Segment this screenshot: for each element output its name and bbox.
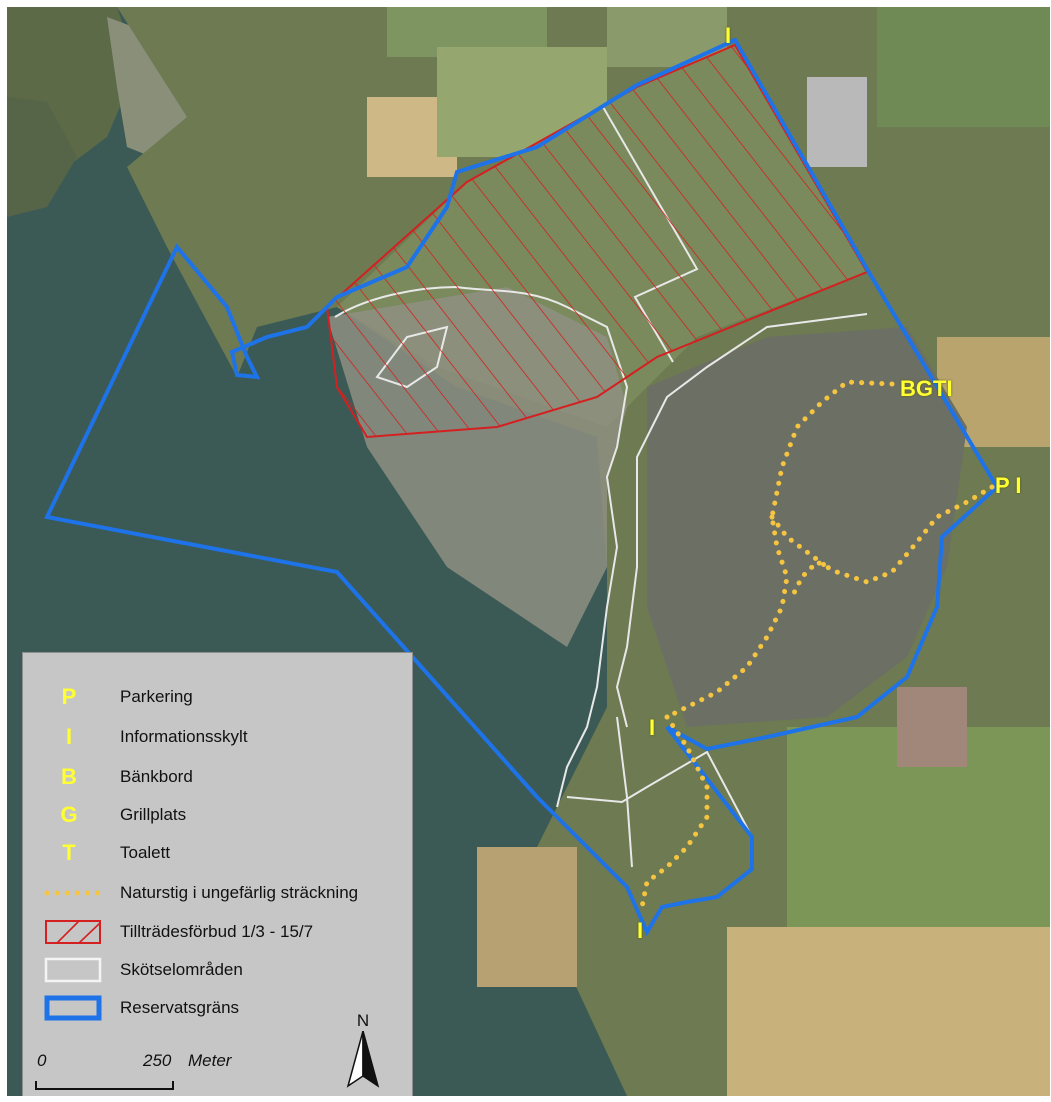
- field: [877, 7, 1050, 127]
- marker-bottom-info: I: [637, 918, 644, 943]
- legend-item: I Informationsskylt: [23, 723, 412, 751]
- scale-start-label: 0: [37, 1051, 47, 1070]
- blue-outline-box-icon: [44, 995, 102, 1021]
- industrial-building: [807, 77, 867, 167]
- rocky-hill: [647, 327, 967, 727]
- legend-label: Informationsskylt: [120, 727, 248, 746]
- trail-dotted-line-icon: [44, 890, 102, 896]
- field: [477, 847, 577, 987]
- legend-item: Naturstig i ungefärlig sträckning: [23, 879, 412, 907]
- legend-label: Grillplats: [120, 805, 187, 824]
- legend-item: G Grillplats: [23, 801, 412, 829]
- north-arrow-icon: [346, 1031, 380, 1088]
- legend-item: Tillträdesförbud 1/3 - 15/7: [23, 918, 412, 946]
- parking-symbol: P: [61, 684, 77, 709]
- legend-item: Skötselområden: [23, 956, 412, 984]
- legend-label: Bänkbord: [120, 767, 193, 786]
- legend-label: Tillträdesförbud 1/3 - 15/7: [120, 922, 314, 941]
- legend-item: B Bänkbord: [23, 763, 412, 791]
- marker-top-info: I: [725, 23, 732, 48]
- grill-symbol: G: [60, 802, 78, 827]
- scale-bar: 0 250 Meter: [33, 1051, 231, 1096]
- marker-parking-info: P I: [995, 473, 1022, 498]
- legend-label: Naturstig i ungefärlig sträckning: [120, 883, 359, 902]
- nature-trail: [639, 379, 995, 910]
- legend-label: Skötselområden: [120, 960, 243, 979]
- info-sign-symbol: I: [65, 724, 73, 749]
- toilet-symbol: T: [62, 840, 76, 865]
- legend-label: Parkering: [120, 687, 193, 706]
- scale-end-label: 250: [143, 1051, 172, 1070]
- map-legend: P Parkering I Informationsskylt B Bänkbo…: [22, 652, 413, 1096]
- marker-middle-info: I: [649, 715, 656, 740]
- north-letter: N: [356, 1011, 370, 1030]
- reserve-boundary: [44, 37, 1000, 937]
- legend-item: P Parkering: [23, 683, 412, 711]
- legend-item: Reservatsgräns: [23, 994, 412, 1022]
- marker-bgti: BGTI: [900, 376, 953, 401]
- legend-label: Reservatsgräns: [120, 998, 240, 1017]
- field: [727, 927, 1050, 1096]
- legend-label: Toalett: [120, 843, 171, 862]
- scale-bar-line: [35, 1081, 174, 1090]
- bench-symbol: B: [61, 764, 77, 789]
- north-arrow: N: [343, 1011, 383, 1091]
- legend-item: T Toalett: [23, 839, 412, 867]
- scale-unit-label: Meter: [188, 1051, 232, 1070]
- hatched-red-box-icon: [45, 920, 101, 944]
- map-frame: I BGTI P I I I P Parkering I Information…: [7, 7, 1050, 1096]
- white-outline-box-icon: [44, 957, 102, 983]
- land-west-island: [7, 97, 77, 217]
- field: [897, 687, 967, 767]
